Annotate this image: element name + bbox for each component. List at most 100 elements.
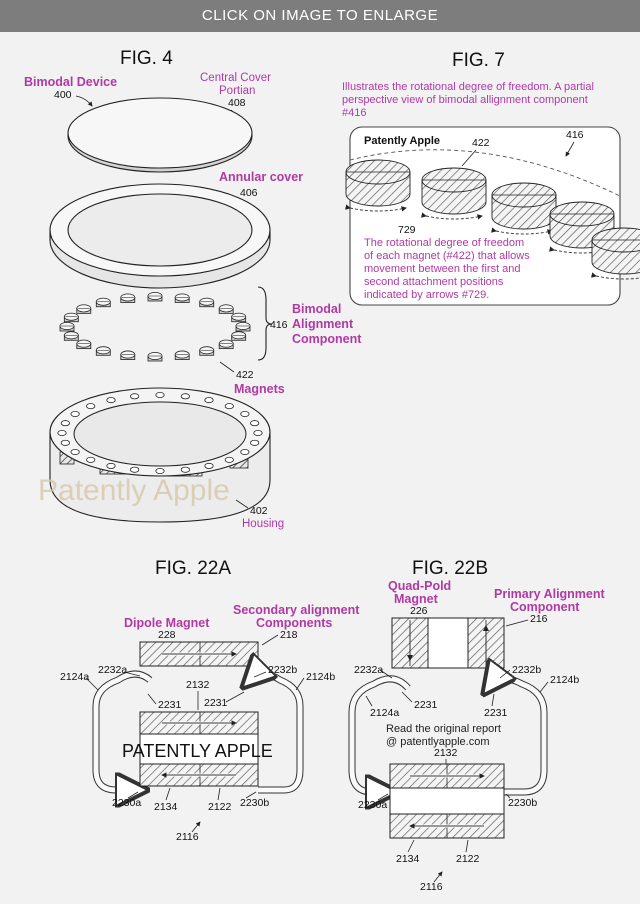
housing-hole [224,456,234,463]
ref-416: 416 [270,319,288,331]
ref-2230b: 2230b [240,797,269,809]
rotating-magnet [421,167,487,220]
b-ref-2232a: 2232a [354,664,383,676]
housing-hole [86,456,96,463]
ref-422: 422 [236,369,254,381]
housing-hole [130,466,140,473]
housing-hole [155,467,165,474]
fig7-ref-422: 422 [472,137,490,149]
magnet [174,350,190,360]
ref-2230a: 2230a [112,797,141,809]
ref-2232b: 2232b [268,664,297,676]
magnet [95,297,111,308]
fig7-caption-1: Illustrates the rotational degree of fre… [342,81,594,93]
ref-2132: 2132 [186,679,210,691]
ref-406: 406 [240,187,258,199]
central-cover-disc [67,97,253,169]
fig7-desc-1: The rotational degree of freedom [364,237,524,249]
rotating-magnet [491,182,557,235]
ref-408: 408 [228,97,246,109]
alignment-label-3: Component [292,332,362,346]
magnet [76,304,92,314]
ref-218: 218 [280,629,298,641]
b-ref-2124a: 2124a [370,707,399,719]
housing-hole [250,439,260,446]
magnet [231,331,247,341]
housing-hole [240,448,250,455]
fig22a-watermark: PATENTLY APPLE [122,741,273,761]
ref-2122: 2122 [208,801,232,813]
housing-hole [70,448,80,455]
primary-label-1: Primary Alignment [494,587,606,601]
housing-hole [155,391,165,398]
housing-hole [70,410,80,417]
housing-hole [204,397,214,404]
ref-226: 226 [410,605,428,617]
fig-7: FIG. 7 Illustrates the rotational degree… [342,50,640,306]
b-ref-2132: 2132 [434,747,458,759]
central-cover-label-2: Portian [219,85,255,97]
housing-hole [57,429,67,436]
secondary-label-1: Secondary alignment [233,603,360,617]
b-ref-2231-a: 2231 [414,699,438,711]
magnet [218,304,234,314]
magnet [120,293,136,303]
ref-216: 216 [530,613,548,625]
ref-2124b: 2124b [306,671,335,683]
quad-label-2: Magnet [394,592,439,606]
housing-hole [60,420,70,427]
rotating-magnet [591,227,640,280]
quad-label-1: Quad-Pold [388,579,451,593]
b-ref-2230a: 2230a [358,799,387,811]
housing-hole [180,466,190,473]
ref-2116: 2116 [176,831,199,843]
fig-4: FIG. 4 Bimodal Device 400 Central Cover … [24,48,362,530]
b-ref-2124b: 2124b [550,674,579,686]
fig7-desc-3: movement between the first and [364,263,521,275]
magnet [231,312,247,323]
b-ref-2231-b: 2231 [484,707,508,719]
housing-label: Housing [242,518,284,530]
housing-hole [86,403,96,410]
housing-hole [250,420,260,427]
fig7-caption-3: #416 [342,107,366,119]
fig7-desc-2: of each magnet (#422) that allows [364,250,530,262]
magnet [63,331,79,341]
fig7-caption-2: perspective view of bimodal allignment c… [342,94,588,106]
ref-2232a: 2232a [98,664,127,676]
fig7-panel [349,126,621,306]
housing-hole [253,429,263,436]
fig4-watermark: Patently Apple [38,474,230,507]
housing-hole [204,462,214,469]
alignment-label-2: Alignment [292,317,354,331]
fig-22a: FIG. 22A Dipole Magnet Secondary alignme… [60,558,360,843]
primary-label-2: Component [510,600,580,614]
read-report-2: @ patentlyapple.com [386,736,490,748]
enlarge-banner[interactable]: CLICK ON IMAGE TO ENLARGE [0,0,640,32]
magnet [199,297,215,308]
ref-2231-b: 2231 [204,697,228,709]
housing-hole [180,393,190,400]
housing-hole [106,397,116,404]
ref-400: 400 [54,89,72,101]
housing [49,387,271,523]
rotating-magnet [345,159,411,212]
housing-hole [106,462,116,469]
fig7-brand: Patently Apple [364,135,440,147]
ref-402: 402 [250,505,268,517]
magnet [59,321,75,332]
magnet [235,321,251,332]
dipole-label: Dipole Magnet [124,616,210,630]
fig22b-title: FIG. 22B [412,558,488,579]
magnet [174,293,190,303]
b-ref-2230b: 2230b [508,797,537,809]
magnet [147,351,163,362]
fig22a-title: FIG. 22A [155,558,231,579]
read-report-1: Read the original report [386,723,501,735]
magnet [95,346,111,356]
housing-hole [240,410,250,417]
fig4-title: FIG. 4 [120,48,173,69]
magnet [199,346,215,356]
patent-figures[interactable]: FIG. 4 Bimodal Device 400 Central Cover … [0,32,640,904]
b-ref-2116: 2116 [420,881,443,893]
